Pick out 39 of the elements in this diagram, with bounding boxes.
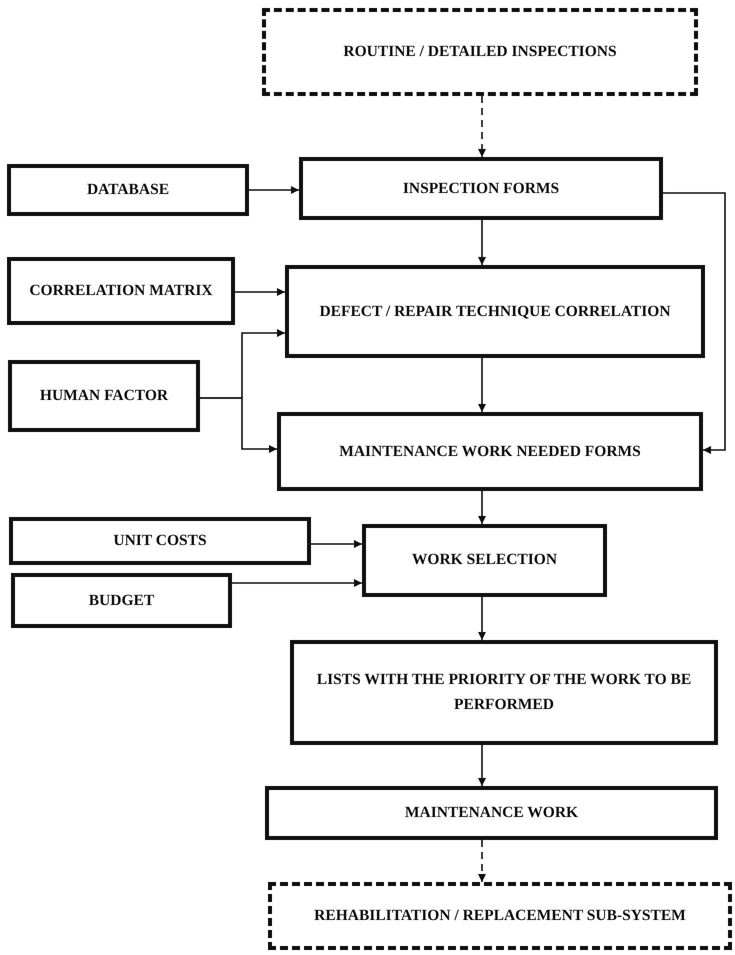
box-label: BUDGET — [88, 590, 154, 611]
process-box — [8, 360, 200, 432]
box-label: REHABILITATION / REPLACEMENT SUB-SYSTEM — [314, 906, 686, 926]
box-label: INSPECTION FORMS — [402, 178, 560, 199]
process-box — [11, 573, 232, 628]
process-box — [9, 517, 311, 565]
arrow — [478, 491, 486, 524]
box-label: LISTS WITH THE PRIORITY OF THE WORK TO BE PERFORMED — [316, 670, 692, 714]
arrow — [478, 220, 486, 265]
process-box — [277, 412, 703, 491]
box-label: CORRELATION MATRIX — [29, 280, 213, 301]
process-box — [299, 157, 663, 220]
arrow — [478, 840, 486, 882]
arrow — [232, 579, 362, 587]
process-box — [7, 164, 249, 216]
process-box — [7, 257, 235, 325]
arrow — [478, 96, 486, 157]
arrow — [249, 186, 299, 194]
box-label: UNIT COSTS — [113, 531, 207, 552]
arrow — [478, 358, 486, 412]
box-label: MAINTENANCE WORK NEEDED FORMS — [339, 442, 641, 462]
box-label: MAINTENANCE WORK — [404, 803, 578, 824]
arrow — [663, 192, 726, 454]
arrow — [200, 397, 277, 453]
process-box — [262, 8, 698, 96]
process-box — [268, 882, 732, 950]
box-label: ROUTINE / DETAILED INSPECTIONS — [343, 42, 617, 62]
box-label: HUMAN FACTOR — [40, 386, 168, 406]
box-label: DATABASE — [86, 180, 170, 200]
arrow — [235, 288, 285, 296]
box-label: DEFECT / REPAIR TECHNIQUE CORRELATION — [319, 302, 671, 322]
process-box — [290, 640, 718, 745]
arrow — [311, 540, 362, 548]
arrow — [478, 745, 486, 786]
process-box — [285, 265, 705, 358]
process-box — [265, 786, 718, 840]
box-label: WORK SELECTION — [412, 550, 558, 570]
process-box — [362, 524, 607, 597]
arrow — [478, 597, 486, 640]
